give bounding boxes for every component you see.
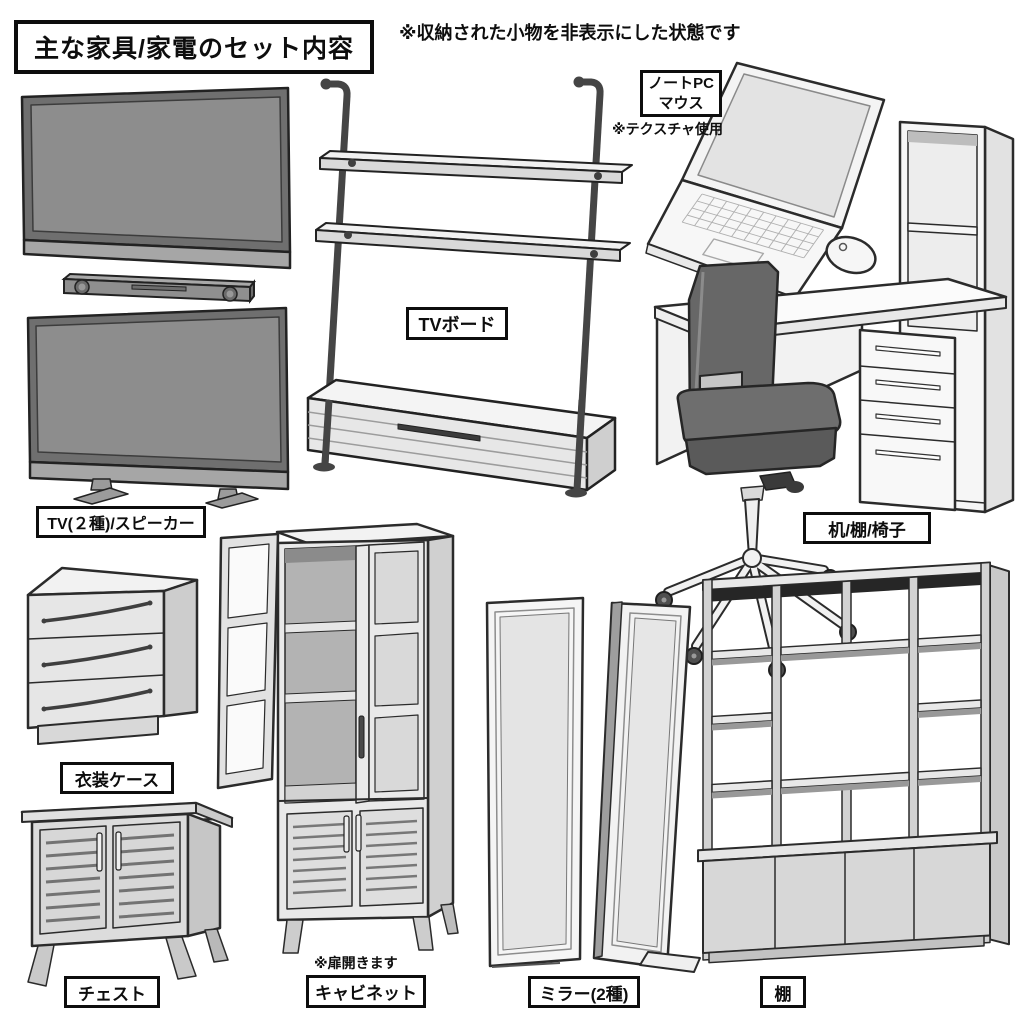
trackpad-icon (702, 238, 765, 270)
texture-note: ※テクスチャ使用 (612, 121, 724, 137)
tv-screen (30, 96, 283, 243)
drawer-handle-icon (875, 345, 941, 357)
label-laptop-line1: ノートPC (648, 75, 714, 92)
chest-illustration (20, 801, 234, 987)
drawer-handle-icon (875, 449, 941, 461)
label-cabinet: キャビネット (306, 975, 426, 1008)
keyboard-icon (681, 193, 825, 270)
tv-stand-illustration (26, 306, 290, 509)
label-laptop-mouse: ノートPC マウス (640, 70, 722, 117)
door-handle-icon (355, 814, 362, 852)
drawer-handle-icon (875, 379, 941, 391)
tv-board-illustration (306, 76, 633, 498)
label-shelf: 棚 (760, 976, 806, 1008)
tv-screen (35, 316, 282, 463)
mirror-straight-illustration (485, 596, 585, 968)
shelf-unit-illustration (697, 561, 1010, 964)
handle-icon (397, 423, 481, 442)
door-handle-icon (343, 815, 350, 853)
door-handle-icon (96, 832, 103, 872)
soundbar-illustration (61, 272, 257, 304)
laptop-screen (697, 73, 871, 218)
door-opens-note: ※扉開きます (314, 955, 398, 971)
label-tv-board: TVボード (406, 307, 508, 340)
drawer-handle-icon (42, 601, 152, 711)
door-handle-icon (115, 831, 122, 871)
cabinet-illustration (216, 522, 459, 954)
mirror-leaning-illustration (592, 601, 701, 973)
label-mirror: ミラー(2種) (528, 976, 640, 1008)
mouse-icon (825, 235, 877, 275)
door-handle-icon (358, 715, 365, 759)
hidden-items-note: ※収納された小物を非表示にした状態です (399, 23, 741, 43)
page-title: 主な家具/家電のセット内容 (14, 20, 374, 74)
open-door-illustration (216, 532, 280, 790)
label-clothing-case: 衣装ケース (60, 762, 174, 794)
drawer-handle-icon (875, 413, 941, 425)
clothing-case-illustration (26, 566, 199, 745)
label-tv-speaker: TV(２種)/スピーカー (36, 506, 206, 538)
label-laptop-line2: マウス (658, 94, 704, 112)
label-chest: チェスト (64, 976, 160, 1008)
label-desk-shelf-chair: 机/棚/椅子 (803, 512, 931, 544)
tv-wall-illustration (20, 86, 292, 270)
